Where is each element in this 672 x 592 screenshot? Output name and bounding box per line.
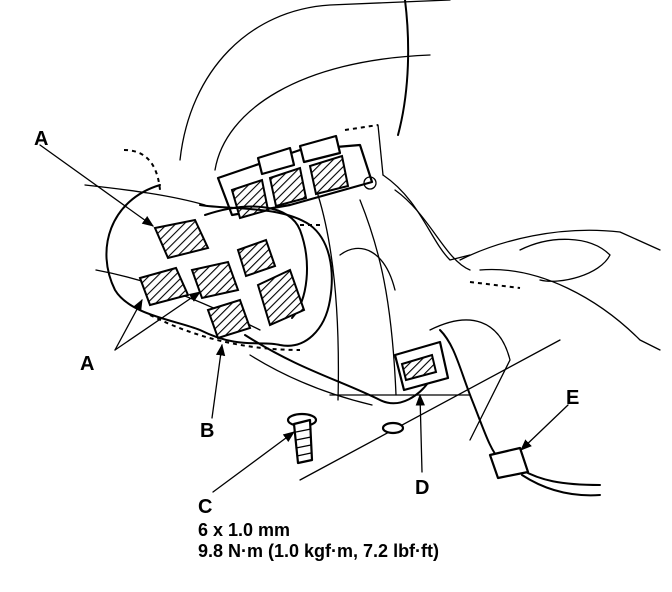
callout-d: D [415,477,429,499]
fastener-torque: 9.8 N·m (1.0 kgf·m, 7.2 lbf·ft) [198,541,439,561]
callout-b: B [200,420,214,442]
wire-harness [84,184,601,497]
leader-lines [39,144,569,493]
callout-a-bottom: A [80,353,94,375]
connector-upper-right [236,238,277,278]
floor-panel [95,229,661,481]
callout-e: E [566,387,579,409]
connector-right-tall [256,268,306,327]
connector-a-middle [190,260,240,300]
connector-a-left [138,266,190,307]
floor-bracket [317,174,471,401]
seat-outline [179,0,451,171]
connector-b [206,298,252,340]
connector-a-upper [153,218,210,260]
bolt-c [286,412,405,465]
module-d [393,340,450,392]
callout-a-top: A [34,128,48,150]
relay-block [123,124,384,220]
fastener-size: 6 x 1.0 mm [198,520,290,540]
callout-c: C [198,496,212,518]
connector-e [488,446,530,480]
